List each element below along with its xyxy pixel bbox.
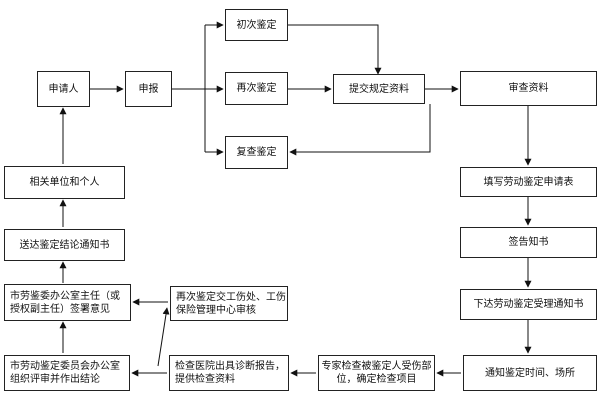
node-applicant: 申请人: [37, 71, 90, 107]
node-committee-review: 市劳动鉴定委员会办公室 组织评审并作出结论: [4, 355, 130, 391]
node-hospital-report: 检查医院出具诊断报告， 提供检查资料: [169, 355, 289, 391]
node-review-appraisal: 复查鉴定: [225, 136, 288, 169]
node-second-appraisal: 再次鉴定: [225, 72, 288, 105]
node-second-to-injury-office: 再次鉴定交工伤处、工伤 保险管理中心审核: [170, 286, 288, 321]
node-issue-acceptance: 下达劳动鉴定受理通知书: [460, 289, 597, 320]
node-notice-book: 签告知书: [460, 227, 597, 258]
arrow-hospital-to-second-review: [157, 307, 170, 367]
node-deliver-notice: 送达鉴定结论通知书: [4, 229, 125, 261]
arrow-first-to-submit: [288, 24, 382, 75]
node-submit-materials: 提交规定资料: [333, 74, 425, 104]
node-director-sign: 市劳鉴委办公室主任（或 授权副主任）签署意见: [4, 284, 131, 321]
node-declare: 申报: [125, 71, 172, 107]
node-notify-time-place: 通知鉴定时间、场所: [463, 355, 597, 391]
node-fill-form: 填写劳动鉴定申请表: [460, 167, 597, 197]
node-related-units: 相关单位和个人: [4, 166, 125, 199]
arrow-submit-to-review: [289, 104, 431, 156]
node-review-materials: 审查资料: [460, 71, 597, 106]
node-expert-exam: 专家检查被鉴定人受伤部 位，确定检查项目: [318, 355, 435, 391]
node-first-appraisal: 初次鉴定: [225, 9, 288, 41]
